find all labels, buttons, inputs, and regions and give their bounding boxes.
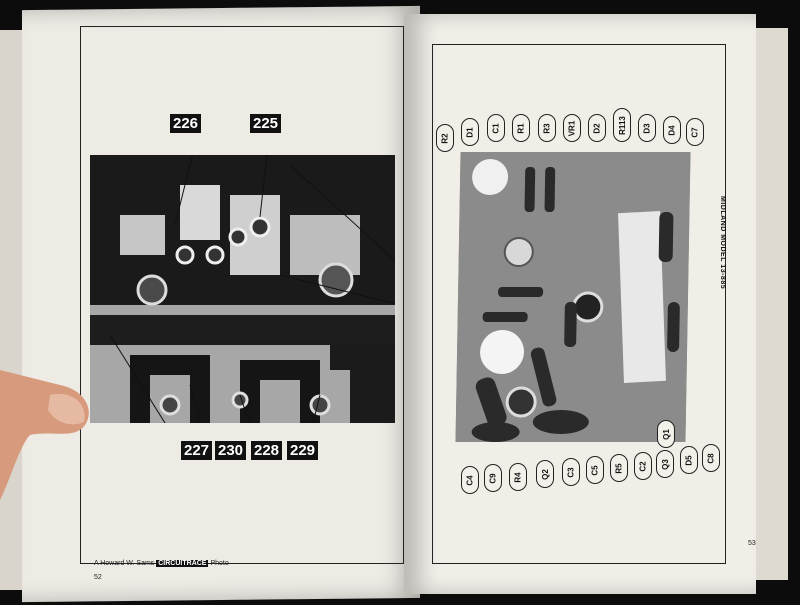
label-D1: D1	[461, 118, 479, 146]
credit-text: A Howard W. Sams	[94, 560, 155, 567]
right-page-frame	[432, 44, 726, 564]
label-Q1: Q1	[657, 420, 675, 448]
credit-suffix: Photo	[210, 560, 229, 567]
callout-227: 227	[181, 441, 213, 460]
label-D5: D5	[680, 446, 698, 474]
label-Q2: Q2	[536, 460, 554, 488]
label-D3: D3	[638, 114, 656, 142]
circuitrace-logo: CIRCUITRACE	[156, 560, 209, 567]
hand-holding-book	[0, 330, 95, 535]
label-R1: R1	[512, 114, 530, 142]
left-page-frame	[80, 26, 404, 564]
label-R5: R5	[610, 454, 628, 482]
callout-230: 230	[215, 441, 247, 460]
circuit-board-foil-photo	[90, 155, 395, 423]
left-page-number: 52	[94, 574, 102, 581]
label-R113: R113	[613, 108, 631, 142]
label-D4: D4	[663, 116, 681, 144]
circuit-board-component-photo	[455, 152, 691, 442]
label-C3: C3	[562, 458, 580, 486]
label-VR1: VR1	[563, 114, 581, 142]
callout-226: 226	[170, 114, 202, 133]
label-C7: C7	[686, 118, 704, 146]
label-C1: C1	[487, 114, 505, 142]
label-C4: C4	[461, 466, 479, 494]
label-C9: C9	[484, 464, 502, 492]
callout-229: 229	[287, 441, 319, 460]
callout-225: 225	[250, 114, 282, 133]
photo-credit: A Howard W. Sams CIRCUITRACE Photo	[94, 560, 229, 567]
label-Q3: Q3	[656, 450, 674, 478]
callout-228: 228	[251, 441, 283, 460]
label-C8: C8	[702, 444, 720, 472]
right-page-number: 53	[748, 540, 756, 547]
label-R3: R3	[538, 114, 556, 142]
label-D2: D2	[588, 114, 606, 142]
label-R2: R2	[436, 124, 454, 152]
label-C5: C5	[586, 456, 604, 484]
model-title: MIDLAND MODEL 13-885	[719, 196, 726, 290]
label-C2: C2	[634, 452, 652, 480]
label-R4: R4	[509, 463, 527, 491]
